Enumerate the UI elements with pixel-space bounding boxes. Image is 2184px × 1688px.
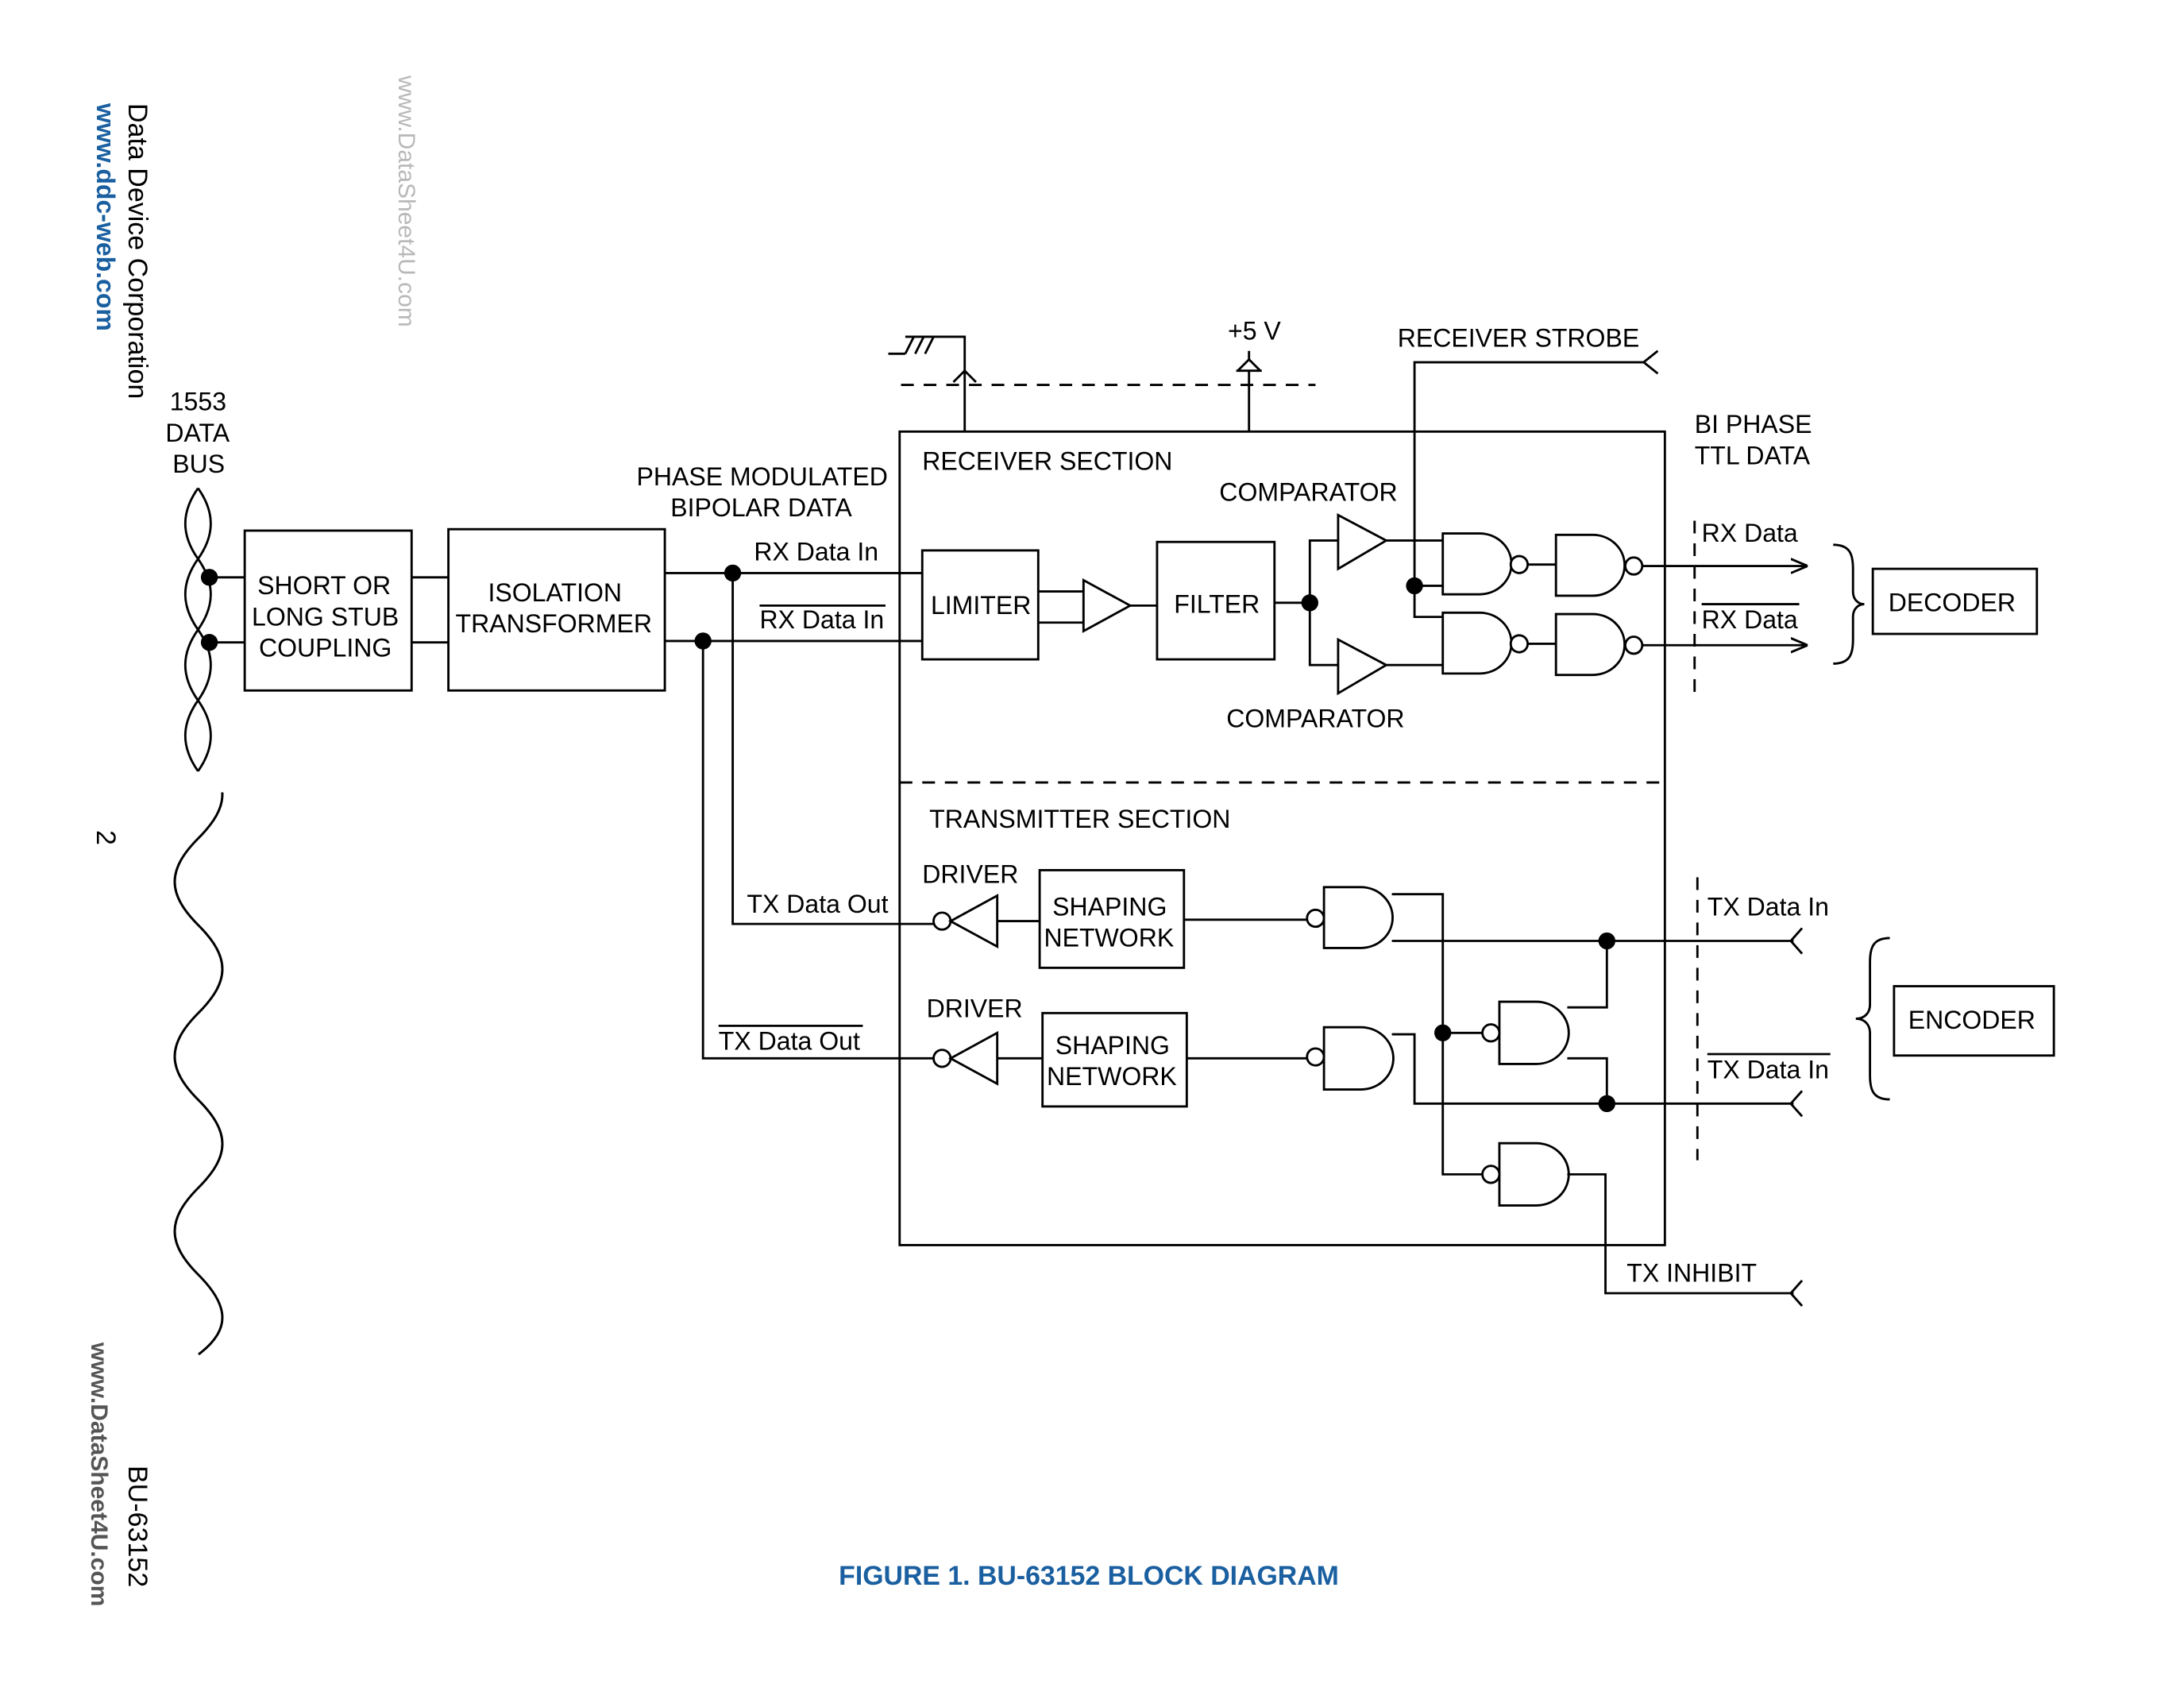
tx-nand-1 <box>1322 886 1394 949</box>
bus-label-2: DATA <box>165 419 230 447</box>
coupling-label-3: COUPLING <box>259 634 392 662</box>
tx-nand-4 <box>1498 1141 1570 1207</box>
shaping-2-label-1: SHAPING <box>1055 1031 1170 1060</box>
doc-id: BU-63152 <box>122 1466 152 1587</box>
comparator-bottom-label: COMPARATOR <box>1226 705 1404 733</box>
company-name: Data Device Corporation <box>122 103 152 399</box>
limiter-block <box>920 549 1040 661</box>
isolation-transformer-block <box>447 527 666 692</box>
filter-label: FILTER <box>1174 589 1260 618</box>
coupling-label-1: SHORT OR <box>257 571 391 600</box>
transmitter-section-label: TRANSMITTER SECTION <box>929 805 1230 833</box>
rx-data-in-label: RX Data In <box>754 537 878 566</box>
plus5v-label: +5 V <box>1228 317 1281 346</box>
twisted-pair-bus <box>184 487 212 772</box>
encoder-label: ENCODER <box>1908 1006 2035 1034</box>
tx-nand-3 <box>1498 1000 1570 1065</box>
driver-1-label: DRIVER <box>922 859 1018 888</box>
rx-data-in-bar-label: RX Data In <box>759 605 884 634</box>
comparator-bottom <box>1337 637 1389 696</box>
rx-data-label: RX Data <box>1702 519 1798 547</box>
isolation-label-2: TRANSFORMER <box>456 609 652 638</box>
page-number: 2 <box>91 830 121 845</box>
shaping-1-label-1: SHAPING <box>1052 892 1167 921</box>
tx-inhibit-label: TX INHIBIT <box>1626 1259 1757 1288</box>
tx-data-in-bar-label: TX Data In <box>1707 1055 1829 1083</box>
figure-caption: FIGURE 1. BU-63152 BLOCK DIAGRAM <box>839 1561 1339 1591</box>
decoder-brace <box>1833 543 1865 665</box>
driver-2 <box>947 1030 999 1086</box>
rx-nand-1 <box>1441 532 1513 596</box>
receiver-strobe-label: RECEIVER STROBE <box>1398 323 1640 352</box>
bus-label-3: BUS <box>172 450 225 478</box>
bi-phase-label-2: TTL DATA <box>1695 441 1811 469</box>
phase-modulated-label-2: BIPOLAR DATA <box>670 493 852 522</box>
watermark-bottom: www.DataSheet4U.com <box>86 1342 112 1606</box>
coupling-label-2: LONG STUB <box>252 602 399 631</box>
tx-data-out-bar-label: TX Data Out <box>719 1027 860 1056</box>
buffer-amp <box>1082 577 1133 633</box>
phase-modulated-label-1: PHASE MODULATED <box>636 462 887 491</box>
watermark-top: www.DataSheet4U.com <box>393 75 419 327</box>
isolation-label-1: ISOLATION <box>488 578 622 607</box>
rx-data-bar-label: RX Data <box>1702 605 1798 634</box>
rx-nand-4 <box>1554 612 1626 677</box>
bi-phase-label-1: BI PHASE <box>1695 410 1812 438</box>
driver-2-label: DRIVER <box>927 995 1023 1023</box>
decoder-block <box>1871 567 2039 635</box>
coupling-block <box>243 529 413 692</box>
website-link[interactable]: www.ddc-web.com <box>91 102 120 331</box>
rx-nand-2 <box>1554 533 1626 597</box>
encoder-brace <box>1855 937 1890 1101</box>
tx-data-in-label: TX Data In <box>1707 892 1829 921</box>
tx-data-out-label: TX Data Out <box>747 890 888 918</box>
limiter-label: LIMITER <box>931 591 1031 620</box>
shaping-network-2 <box>1041 1011 1188 1108</box>
rx-nand-3 <box>1441 611 1513 675</box>
driver-1 <box>947 894 999 949</box>
tx-nand-2 <box>1322 1026 1395 1091</box>
hybrid-box <box>898 430 1666 1246</box>
filter-block <box>1156 540 1276 661</box>
encoder-block <box>1893 985 2055 1057</box>
comparator-top <box>1337 513 1389 571</box>
shaping-2-label-2: NETWORK <box>1047 1062 1177 1091</box>
bus-label-1: 1553 <box>170 388 226 416</box>
receiver-section-label: RECEIVER SECTION <box>922 446 1172 475</box>
shaping-network-1 <box>1038 869 1186 969</box>
shaping-1-label-2: NETWORK <box>1044 924 1174 952</box>
comparator-top-label: COMPARATOR <box>1219 478 1397 507</box>
decoder-label: DECODER <box>1889 589 2016 617</box>
